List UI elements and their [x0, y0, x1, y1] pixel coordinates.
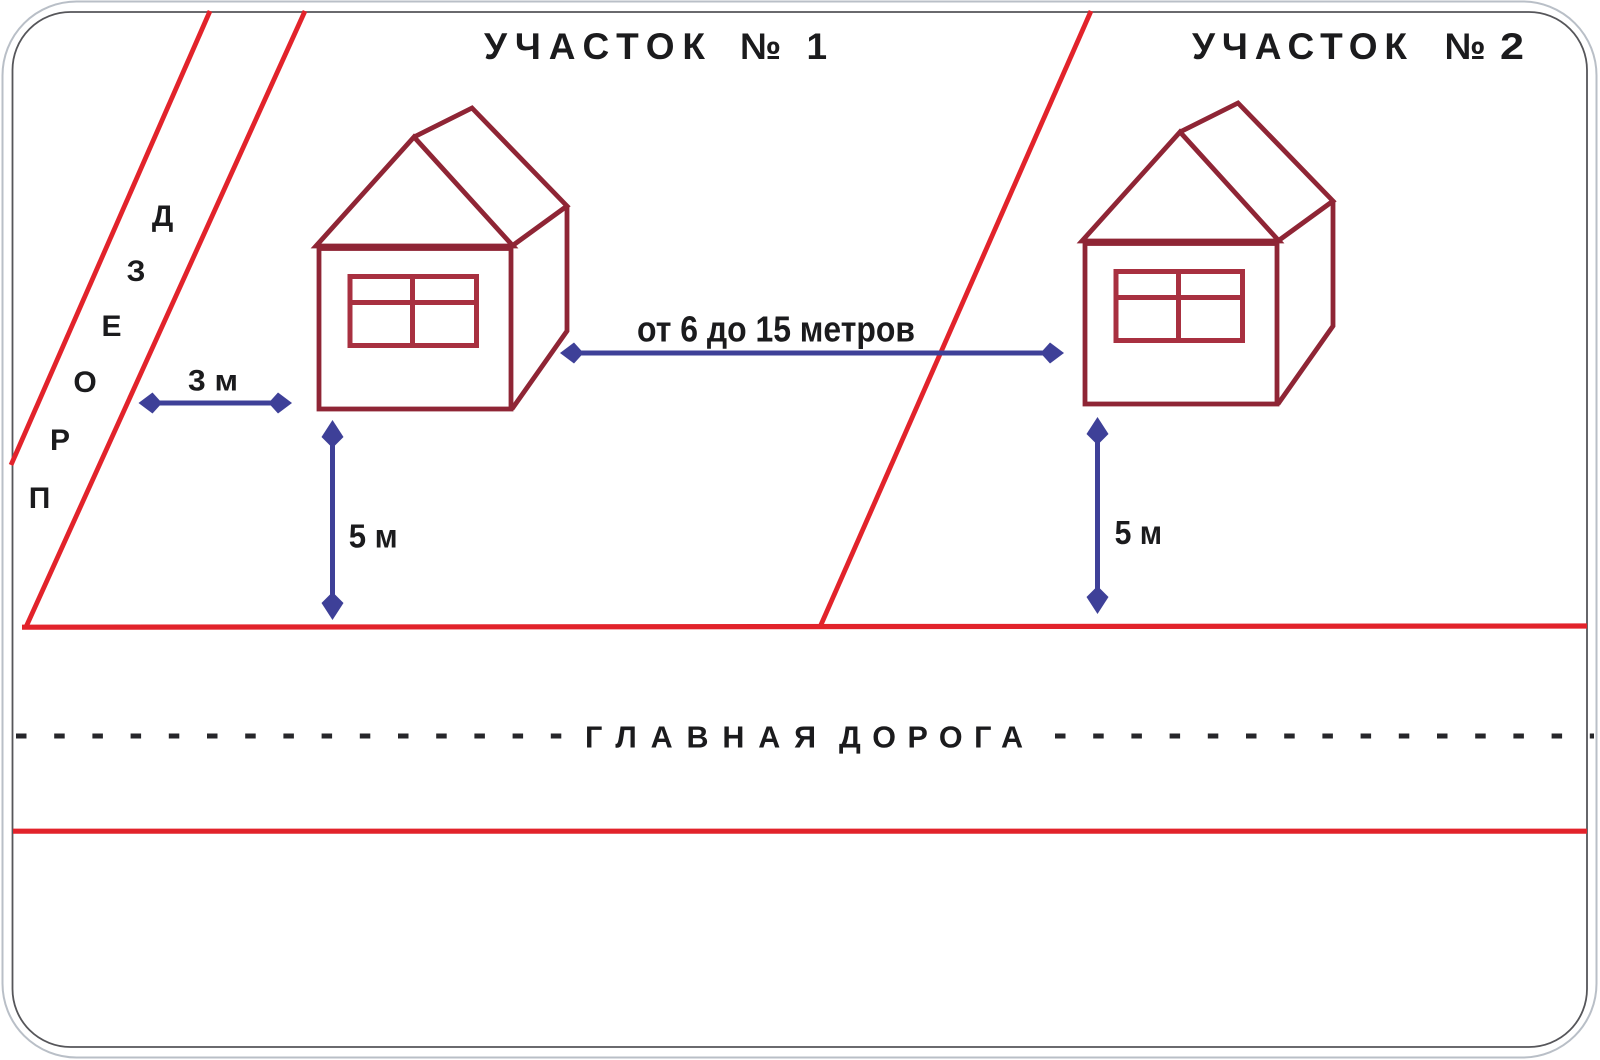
svg-text:от 6 до 15 метров: от 6 до 15 метров: [637, 309, 915, 350]
svg-text:1: 1: [807, 26, 828, 67]
svg-text:УЧАСТОК: УЧАСТОК: [1192, 26, 1407, 67]
svg-text:П: П: [29, 482, 51, 515]
svg-text:2: 2: [1500, 26, 1524, 67]
svg-text:3 м: 3 м: [188, 365, 238, 398]
svg-text:ГЛАВНАЯ: ГЛАВНАЯ: [585, 721, 816, 755]
svg-text:Д: Д: [152, 200, 173, 233]
svg-text:О: О: [73, 366, 96, 399]
svg-text:Е: Е: [101, 310, 121, 343]
svg-text:№: №: [1445, 26, 1486, 67]
svg-text:Р: Р: [50, 424, 70, 457]
svg-text:З: З: [127, 255, 146, 288]
svg-text:№: №: [740, 26, 781, 67]
svg-text:5 м: 5 м: [1115, 514, 1163, 551]
svg-text:5 м: 5 м: [349, 517, 398, 554]
svg-text:УЧАСТОК: УЧАСТОК: [484, 26, 705, 67]
